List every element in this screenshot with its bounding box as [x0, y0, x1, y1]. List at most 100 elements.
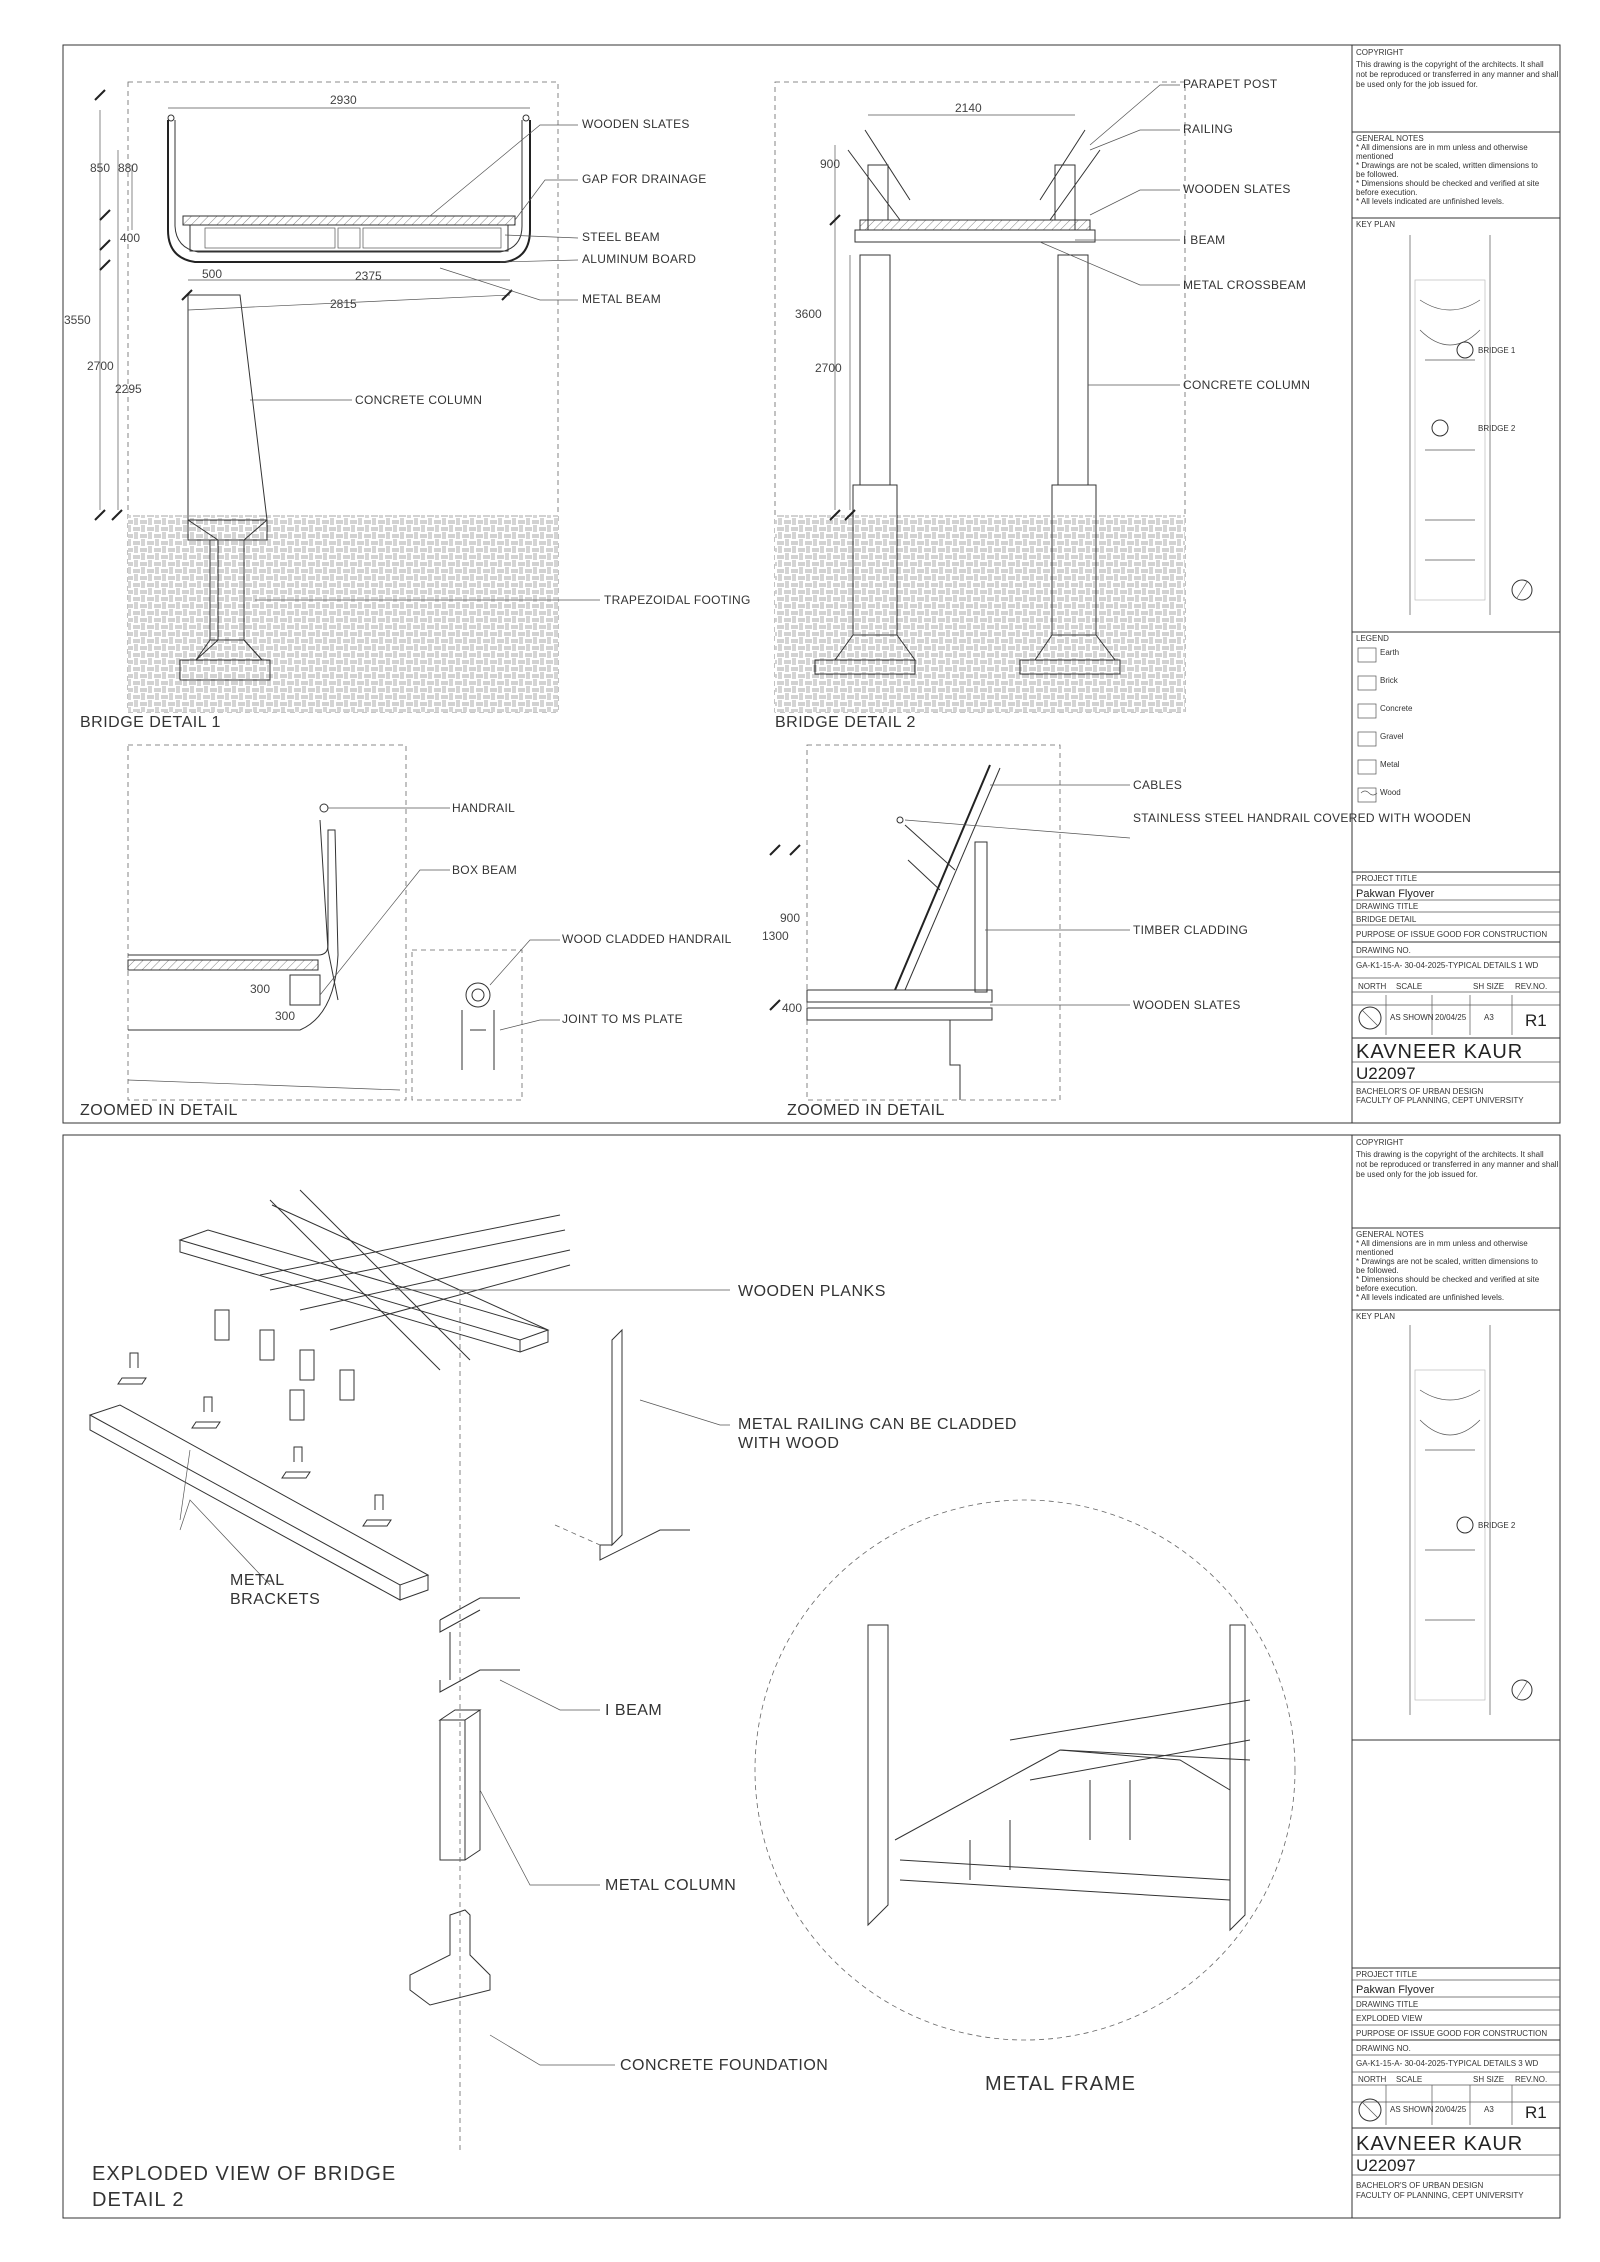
b1-label-footing: TRAPEZOIDAL FOOTING [604, 593, 751, 607]
z1-label-handrail: HANDRAIL [452, 801, 515, 815]
title-block-1 [1352, 131, 1560, 1083]
z2-label-cables: CABLES [1133, 778, 1182, 792]
sheet2-frame [62, 1134, 1561, 2219]
tb2-drawing: EXPLODED VIEW [1356, 2014, 1423, 2023]
z1-label-joint: JOINT TO MS PLATE [562, 1012, 683, 1026]
ex-label-railing-1: METAL RAILING CAN BE CLADDED [738, 1416, 1017, 1433]
bridge-detail-2 [774, 81, 1186, 713]
tb2-copyright-h: COPYRIGHT [1356, 1138, 1404, 1147]
tb2-rev-h: REV.NO. [1515, 2075, 1547, 2084]
b2-label-crossbeam: METAL CROSSBEAM [1183, 278, 1306, 292]
tb1-keyplan-h: KEY PLAN [1356, 220, 1395, 229]
tb1-project: Pakwan Flyover [1356, 888, 1435, 900]
zoomed-detail-2 [769, 744, 1131, 1101]
ex-label-frame: METAL FRAME [985, 2073, 1136, 2095]
tb2-key-bridge2: BRIDGE 2 [1478, 1521, 1516, 1530]
tb2-dwgno-h: DRAWING NO. [1356, 2044, 1411, 2053]
ex-label-brackets-2: BRACKETS [230, 1591, 320, 1608]
tb1-scale: AS SHOWN [1390, 1013, 1434, 1022]
tb2-copyright-2: be used only for the job issued for. [1356, 1170, 1478, 1179]
ex-title-2: DETAIL 2 [92, 2189, 184, 2211]
zoomed-detail-1 [127, 744, 560, 1101]
tb1-school1: BACHELOR'S OF URBAN DESIGN [1356, 1087, 1484, 1096]
b1-dim-3550: 3550 [64, 313, 91, 327]
tb1-drawing-h: DRAWING TITLE [1356, 902, 1418, 911]
tb2-shsize-h: SH SIZE [1473, 2075, 1504, 2084]
tb1-legend-gravel: Gravel [1380, 732, 1404, 741]
sheet2-text: EXPLODED VIEW OF BRIDGE DETAIL 2 WOODEN … [92, 1283, 1136, 2211]
tb2-notes-3: be followed. [1356, 1266, 1399, 1275]
tb2-shsize: A3 [1484, 2105, 1494, 2114]
tb1-shsize-h: SH SIZE [1473, 982, 1504, 991]
b1-dim-500: 500 [202, 267, 222, 281]
ex-label-planks: WOODEN PLANKS [738, 1283, 886, 1300]
title-block-2 [1352, 1227, 1560, 2176]
tb1-dwgno: GA-K1-15-A- 30-04-2025-TYPICAL DETAILS 1… [1356, 961, 1539, 970]
tb2-copyright-1: not be reproduced or transferred in any … [1356, 1160, 1559, 1169]
tb1-text: COPYRIGHT This drawing is the copyright … [1356, 48, 1559, 1105]
b1-dim-2375: 2375 [355, 269, 382, 283]
tb2-school1: BACHELOR'S OF URBAN DESIGN [1356, 2181, 1484, 2190]
z2-handrail-text: STAINLESS STEEL HANDRAIL COVERED WITH WO… [1133, 811, 1471, 825]
b1-label-column: CONCRETE COLUMN [355, 393, 482, 407]
tb1-date: 20/04/25 [1435, 1013, 1467, 1022]
b1-label-steel-beam: STEEL BEAM [582, 230, 660, 244]
ex-label-railing-2: WITH WOOD [738, 1435, 839, 1452]
b2-dim-2700: 2700 [815, 361, 842, 375]
tb1-rev-h: REV.NO. [1515, 982, 1547, 991]
ex-label-column: METAL COLUMN [605, 1877, 736, 1894]
z1-label-boxbeam: BOX BEAM [452, 863, 517, 877]
tb1-north: NORTH [1358, 982, 1387, 991]
tb2-drawing-h: DRAWING TITLE [1356, 2000, 1418, 2009]
tb1-drawing: BRIDGE DETAIL [1356, 915, 1417, 924]
z1-label-wood-handrail: WOOD CLADDED HANDRAIL [562, 932, 732, 946]
tb2-dwgno: GA-K1-15-A- 30-04-2025-TYPICAL DETAILS 3… [1356, 2059, 1539, 2068]
tb1-notes-3: be followed. [1356, 170, 1399, 179]
b2-dim-3600: 3600 [795, 307, 822, 321]
ex-label-brackets-1: METAL [230, 1572, 285, 1589]
b2-label-railing: RAILING [1183, 122, 1233, 136]
tb1-notes-5: before execution. [1356, 188, 1417, 197]
ex-title-1: EXPLODED VIEW OF BRIDGE [92, 2163, 396, 2185]
exploded-view [88, 1189, 1296, 2150]
tb1-id: U22097 [1356, 1064, 1416, 1083]
tb2-date: 20/04/25 [1435, 2105, 1467, 2114]
tb1-legend-brick: Brick [1380, 676, 1399, 685]
tb1-copyright-h: COPYRIGHT [1356, 48, 1404, 57]
tb1-purpose: PURPOSE OF ISSUE GOOD FOR CONSTRUCTION [1356, 930, 1547, 939]
tb1-notes-0: * All dimensions are in mm unless and ot… [1356, 143, 1528, 152]
tb1-school2: FACULTY OF PLANNING, CEPT UNIVERSITY [1356, 1096, 1524, 1105]
tb1-legend-concrete: Concrete [1380, 704, 1413, 713]
tb2-author: KAVNEER KAUR [1356, 2133, 1523, 2155]
tb1-legend-earth: Earth [1380, 648, 1399, 657]
b2-dim-top: 2140 [955, 101, 982, 115]
z1-dim-300a: 300 [250, 982, 270, 996]
z2-dim-400: 400 [782, 1001, 802, 1015]
tb2-scale-h: SCALE [1396, 2075, 1422, 2084]
z2-title: ZOOMED IN DETAIL [787, 1102, 945, 1119]
tb1-notes-h: GENERAL NOTES [1356, 134, 1424, 143]
tb1-scale-h: SCALE [1396, 982, 1422, 991]
b1-dim-2700: 2700 [87, 359, 114, 373]
tb1-author: KAVNEER KAUR [1356, 1041, 1523, 1063]
tb2-north: NORTH [1358, 2075, 1387, 2084]
tb2-notes-4: * Dimensions should be checked and verif… [1356, 1275, 1540, 1284]
z2-dim-1300: 1300 [762, 929, 789, 943]
ex-label-foundation: CONCRETE FOUNDATION [620, 2057, 828, 2074]
ex-label-ibeam: I BEAM [605, 1702, 662, 1719]
b2-dim-900: 900 [820, 157, 840, 171]
tb1-copyright-1: not be reproduced or transferred in any … [1356, 70, 1559, 79]
b1-title: BRIDGE DETAIL 1 [80, 714, 221, 731]
b1-dim-400: 400 [120, 231, 140, 245]
b1-dim-2295: 2295 [115, 382, 142, 396]
b2-label-ibeam: I BEAM [1183, 233, 1225, 247]
b2-title: BRIDGE DETAIL 2 [775, 714, 916, 731]
tb2-keyplan-h: KEY PLAN [1356, 1312, 1395, 1321]
b1-label-aluminum: ALUMINUM BOARD [582, 252, 696, 266]
b2-label-parapet: PARAPET POST [1183, 77, 1278, 91]
b1-dim-880: 880 [118, 161, 138, 175]
tb1-legend-wood: Wood [1380, 788, 1401, 797]
b1-label-wooden-slates: WOODEN SLATES [582, 117, 690, 131]
z2-label-handrail: STAINLESS STEEL HANDRAIL COVERED WITH WO… [1133, 811, 1471, 825]
